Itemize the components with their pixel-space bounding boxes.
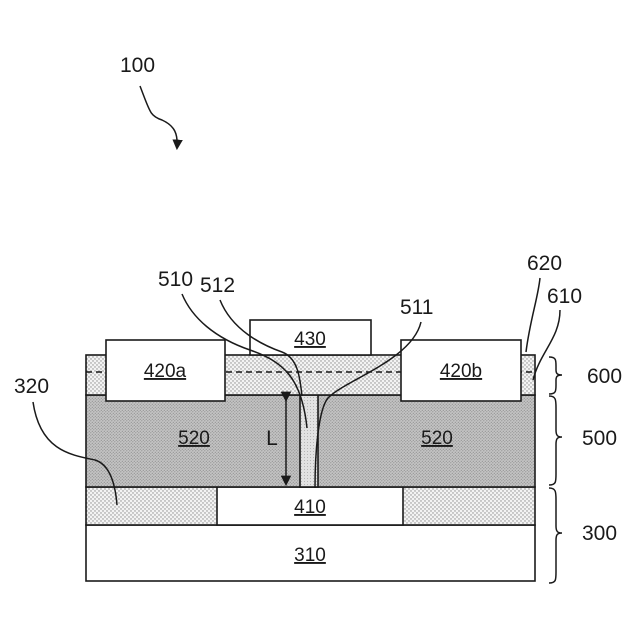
- leader-620: [526, 278, 540, 352]
- label-420b: 420b: [440, 361, 482, 382]
- label-520-right: 520: [421, 428, 453, 449]
- label-500: 500: [582, 427, 617, 450]
- label-610: 610: [547, 285, 582, 308]
- bracket-300: [549, 488, 562, 583]
- label-512: 512: [200, 274, 235, 297]
- arrow-100: [140, 86, 177, 148]
- bracket-600: [549, 357, 562, 394]
- label-430: 430: [294, 329, 326, 350]
- label-length: L: [266, 427, 278, 450]
- label-511: 511: [400, 296, 433, 319]
- label-520-left: 520: [178, 428, 210, 449]
- label-300: 300: [582, 522, 617, 545]
- label-410: 410: [294, 497, 326, 518]
- label-320: 320: [14, 375, 49, 398]
- label-600: 600: [587, 365, 622, 388]
- label-420a: 420a: [144, 361, 187, 382]
- label-620: 620: [527, 252, 562, 275]
- label-310: 310: [294, 545, 326, 566]
- label-100: 100: [120, 54, 155, 77]
- label-510: 510: [158, 268, 193, 291]
- bracket-500: [549, 396, 562, 485]
